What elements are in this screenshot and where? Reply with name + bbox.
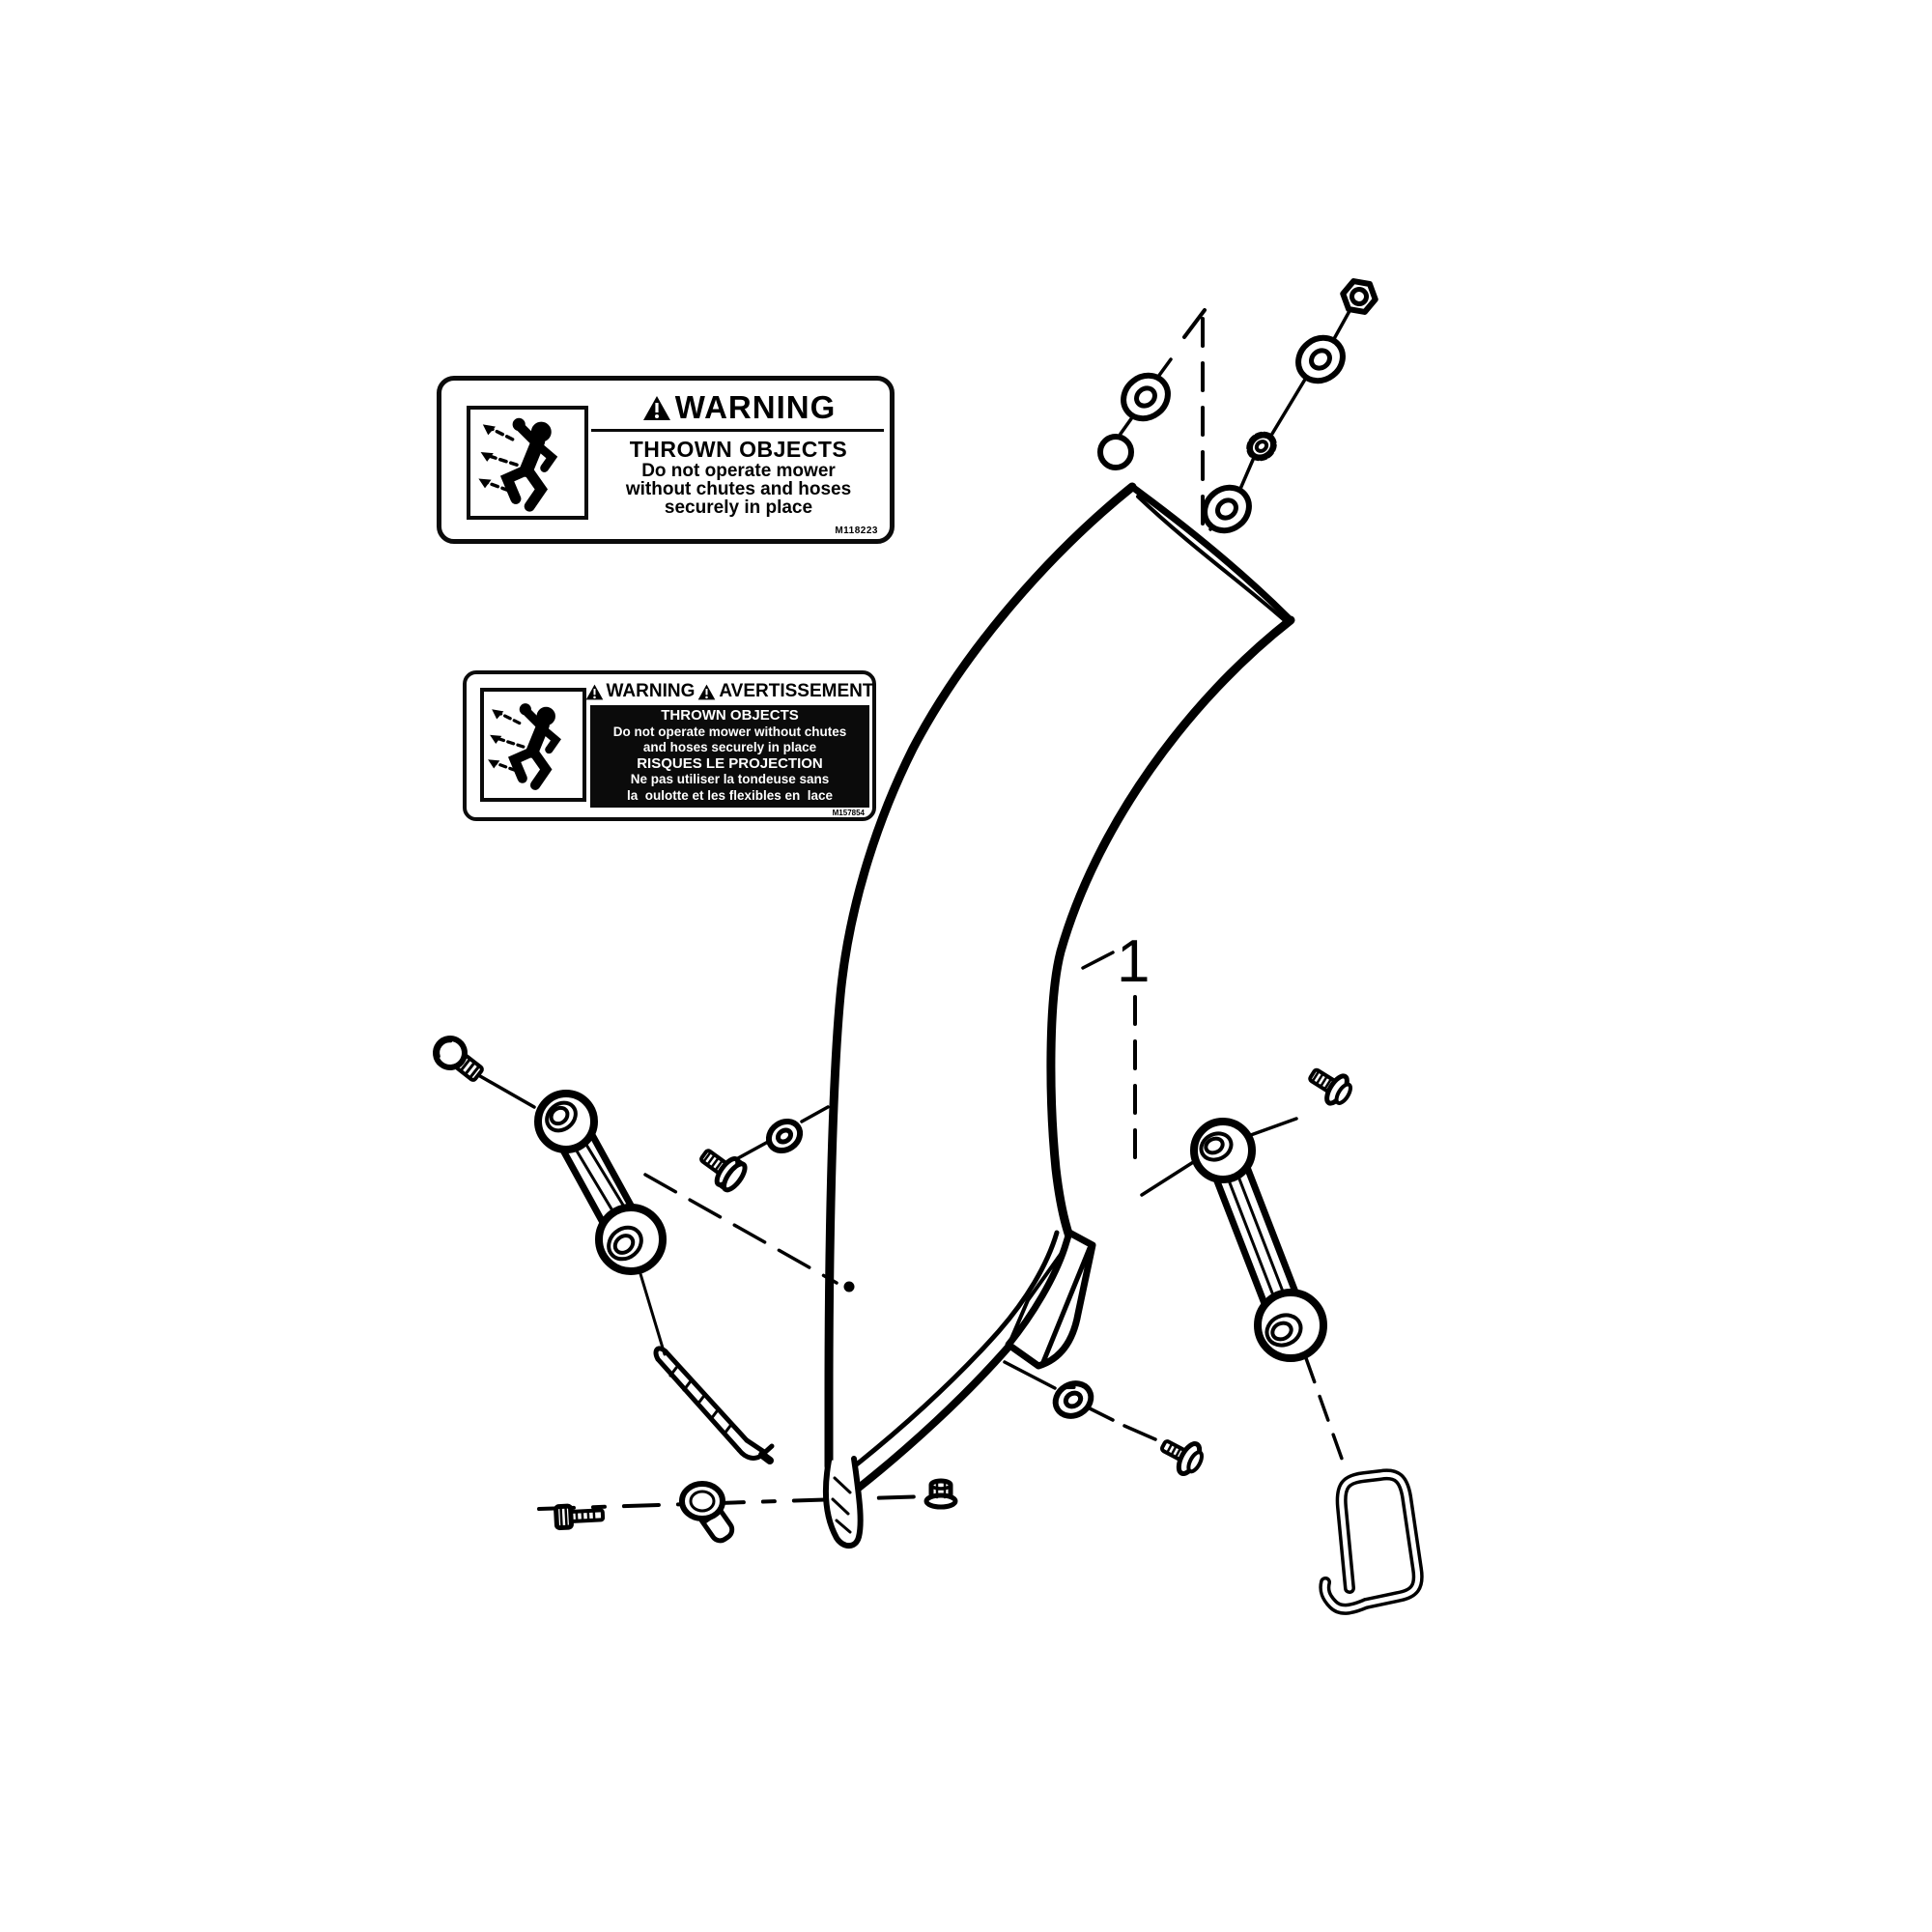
thrown-objects-icon [470,410,584,516]
label-body-text: Do not operate mower without chutes and … [591,462,886,517]
label-heading-fr: RISQUES LE PROJECTION [637,754,823,772]
label-heading-en: THROWN OBJECTS [661,707,799,724]
label-line: Do not operate mower without chutes [612,724,847,739]
bail-pin [1319,1468,1424,1615]
label-part-number: M157854 [832,809,865,817]
leader-to-spring-clip [637,1265,667,1356]
left-link-assembly [433,1036,804,1464]
label-text-block: THROWN OBJECTS Do not operate mower with… [590,705,869,808]
flat-screw [699,1149,748,1193]
label-line: Ne pas utiliser la tondeuse sans [630,772,830,786]
flange-bolt [1159,1439,1204,1476]
hex-nut [1340,278,1378,315]
upper-mount-hardware [1097,278,1378,534]
label-line: la oulotte et les flexibles en lace [626,787,834,803]
pivot-link [1190,1118,1327,1362]
safety-alert-icon [697,684,716,700]
chute-left-edge [824,482,1137,1471]
lock-nut [1246,431,1277,462]
chute-bracket [1005,1229,1096,1370]
spring-clip [653,1346,775,1464]
flat-washer [1121,372,1171,422]
leader-to-chute-dot [643,1173,838,1285]
chute-foot [823,1456,864,1549]
hex-bolt [554,1503,606,1531]
flat-washer [1295,334,1346,384]
label-heading: THROWN OBJECTS [629,437,848,462]
label-part-number: M118223 [835,526,878,536]
ball-plug [1097,434,1134,470]
flange-screw [1308,1067,1352,1106]
warning-title: WARNING [674,389,837,425]
chute-bottom-inner [841,1230,1060,1477]
thrown-objects-pictogram-box [480,688,586,802]
discharge-chute [823,482,1295,1549]
warning-label-english: WARNING THROWN OBJECTS Do not operate mo… [437,376,895,544]
flat-washer [1202,484,1252,534]
safety-alert-icon [642,395,671,421]
flange-nut [923,1478,958,1510]
chute-rim-inner [1136,495,1290,625]
flat-washer [765,1118,804,1154]
label-line: securely in place [664,497,813,518]
warning-title-en: WARNING [606,681,696,701]
label-line: and hoses securely in place [642,740,817,754]
lower-mount-hardware [554,1478,958,1544]
thrown-objects-pictogram-box [467,406,588,520]
warning-label-bilingual: WARNING AVERTISSEMENT THROWN OBJECTS Do … [463,670,876,821]
callout-leader [1081,951,1115,970]
right-link-assembly [1052,1067,1424,1615]
pivot-link [534,1090,667,1275]
carriage-bolt [433,1036,484,1082]
warning-title-row: WARNING AVERTISSEMENT [590,678,873,705]
chute-right-edge [1046,615,1295,1241]
warning-title-fr: AVERTISSEMENT [719,681,874,701]
label-divider [591,429,884,432]
label-line: without chutes and hoses [625,479,852,499]
chute-mount-dot [843,1281,855,1293]
hidden-axis-bottom [537,1493,960,1511]
callout-number: 1 [1117,928,1150,995]
latch-pin [679,1481,735,1544]
label-line: Do not operate mower [641,461,836,481]
lock-washer [1052,1380,1094,1419]
safety-alert-icon [585,684,604,700]
thrown-objects-icon [484,692,582,798]
warning-title-row: WARNING [594,388,884,427]
chute-rim-outer [1128,483,1294,624]
leader-to-bail-pin [1304,1356,1349,1474]
